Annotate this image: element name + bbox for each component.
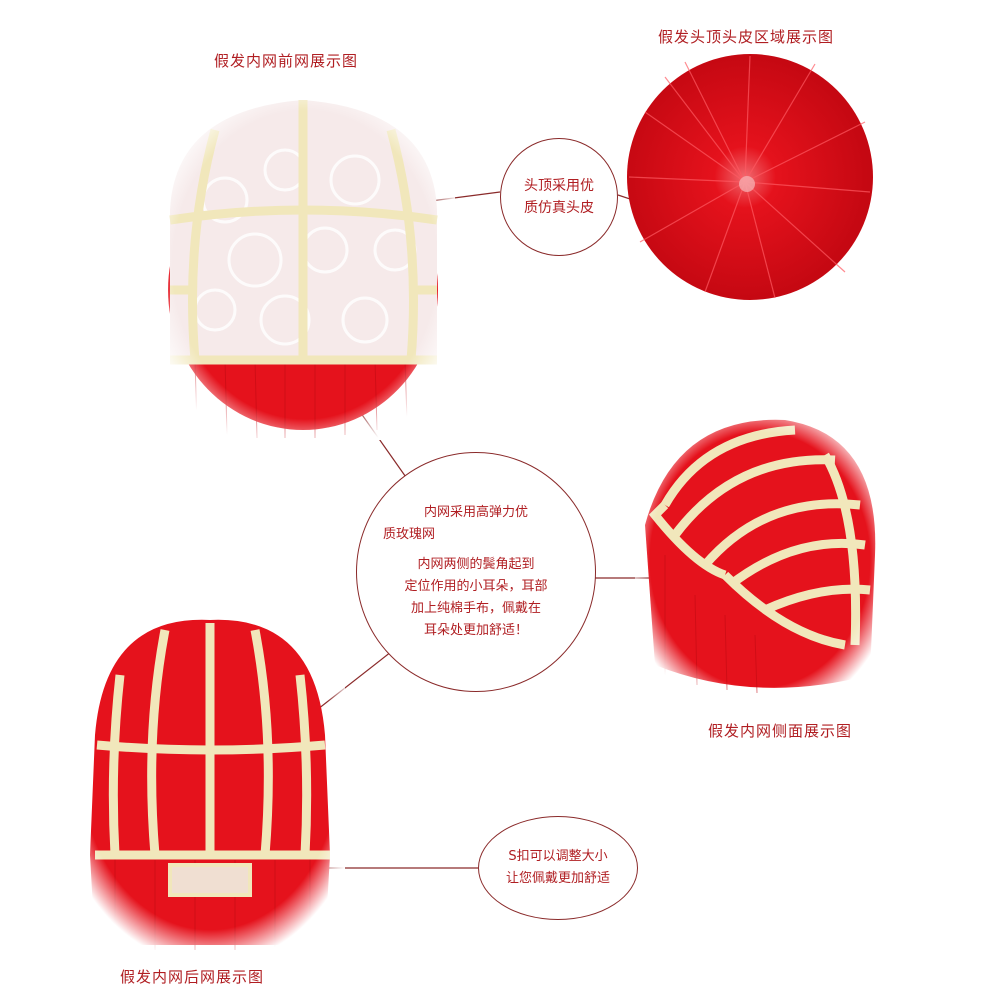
callout-scalp: 头顶采用优 质仿真头皮 [500, 138, 618, 256]
callout-net: 内网采用高弹力优 质玫瑰网 内网两侧的鬓角起到 定位作用的小耳朵，耳部 加上纯棉… [356, 452, 596, 692]
caption-side-net: 假发内网侧面展示图 [708, 722, 853, 740]
callout-strap-line-2: 让您佩戴更加舒适 [505, 871, 610, 886]
callout-scalp-line-2: 质仿真头皮 [524, 200, 594, 216]
back-net-photo [75, 615, 345, 955]
callout-strap: S扣可以调整大小 让您佩戴更加舒适 [478, 816, 638, 920]
front-net-photo [155, 90, 455, 440]
caption-back-net: 假发内网后网展示图 [120, 968, 265, 986]
callout-net-detail-line-4: 耳朵处更加舒适！ [423, 623, 528, 638]
callout-net-detail-line-2: 定位作用的小耳朵，耳部 [404, 579, 548, 594]
callout-scalp-line-1: 头顶采用优 [524, 178, 594, 194]
callout-net-main-line-2: 质玫瑰网 [383, 527, 436, 542]
callout-net-detail-line-1: 内网两侧的鬓角起到 [417, 557, 535, 572]
caption-top-scalp: 假发头顶头皮区域展示图 [658, 28, 835, 46]
callout-net-detail-line-3: 加上纯棉手布，佩戴在 [410, 601, 541, 616]
side-net-photo [635, 415, 885, 705]
top-scalp-photo [627, 54, 873, 300]
caption-front-net: 假发内网前网展示图 [214, 52, 359, 70]
callout-net-main-line-1: 内网采用高弹力优 [423, 505, 528, 520]
callout-strap-line-1: S扣可以调整大小 [508, 849, 608, 864]
